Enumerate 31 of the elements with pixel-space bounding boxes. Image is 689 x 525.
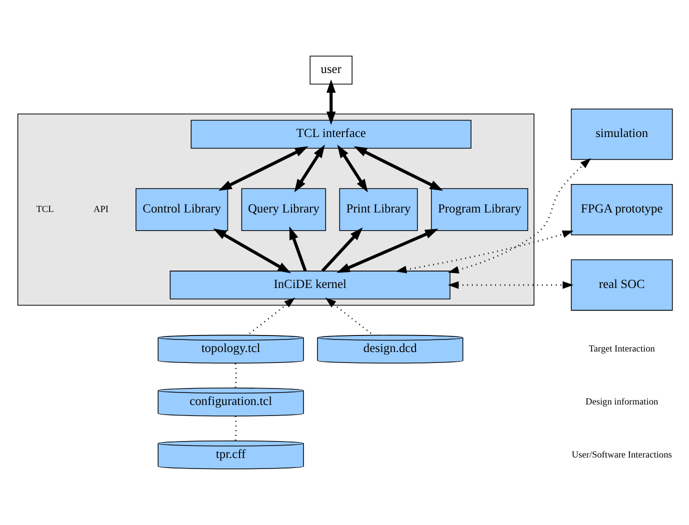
arrow <box>321 227 363 272</box>
arrow <box>294 144 325 192</box>
node-box: InCiDE kernel <box>170 270 450 300</box>
arrow <box>337 144 368 192</box>
arrow <box>448 158 592 274</box>
arrow <box>326 79 336 125</box>
node-box: real SOC <box>570 259 673 311</box>
arrow <box>289 226 307 272</box>
node-box: FPGA prototype <box>570 184 673 236</box>
node-box: Control Library <box>136 188 228 232</box>
arrow <box>396 230 574 274</box>
node-box: simulation <box>570 108 673 160</box>
node-box: Print Library <box>339 188 418 232</box>
arrow <box>213 228 292 274</box>
label: API <box>93 205 108 216</box>
legend-label: Design information <box>585 397 658 408</box>
legend-label: Target Interaction <box>588 344 655 355</box>
arrow <box>336 228 438 273</box>
arrow <box>247 298 296 336</box>
node-box: Program Library <box>430 188 528 232</box>
arrow <box>354 146 444 191</box>
arrow <box>325 298 374 336</box>
node-box: user <box>310 56 352 84</box>
arrow <box>218 146 308 191</box>
connector <box>234 416 237 441</box>
legend-label: User/Software Interactions <box>572 450 672 460</box>
label: TCL <box>36 205 54 216</box>
node-box: TCL interface <box>190 120 472 149</box>
arrow <box>448 281 574 289</box>
node-box: Query Library <box>241 188 326 232</box>
cluster <box>17 114 534 306</box>
